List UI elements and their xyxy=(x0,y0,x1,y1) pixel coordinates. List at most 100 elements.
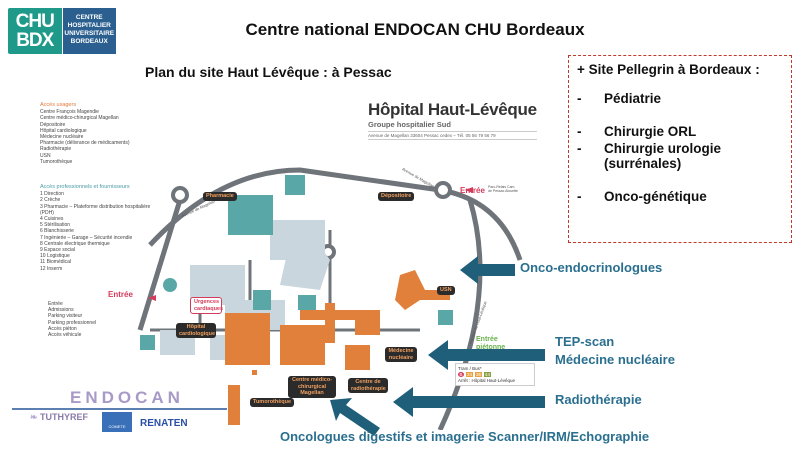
legend-item: 3 Pharmacie – Plateforme distribution ho… xyxy=(40,203,151,216)
tag-tumorotheque: Tumorothèque xyxy=(250,398,295,407)
logo-text: UNIVERSITAIRE xyxy=(64,30,115,37)
comete-text: COMETE xyxy=(108,424,126,429)
parking-note: Parc-Relais Cam de Pessac Alouette xyxy=(488,185,518,193)
tag-urgences: Urgences cardiaques xyxy=(190,297,223,314)
tram-line-badge: B xyxy=(458,372,465,377)
legend-item: 12 Inserm xyxy=(40,265,63,272)
legend-item: 6 Blanchisserie xyxy=(40,228,74,235)
legend-item: Dépositoire xyxy=(40,121,66,128)
logo-text: CENTRE xyxy=(75,14,103,21)
legend-item: 7 Ingénierie – Garage – Sécurité incendi… xyxy=(40,234,133,241)
comete-logo: COMETE xyxy=(102,412,132,432)
site-map xyxy=(137,167,523,430)
arrow-left-icon xyxy=(460,256,515,284)
hospital-group: Groupe hospitalier Sud xyxy=(368,120,451,129)
endocan-logo: ENDOCAN xyxy=(70,388,184,408)
item-label: Chirurgie ORL xyxy=(604,124,697,139)
legend-heading: Accès professionnels et fournisseurs xyxy=(40,184,130,190)
hospital-header: Hôpital Haut-Lévêque Groupe hospitalier … xyxy=(368,100,537,140)
arrow-up-left-icon xyxy=(330,398,380,436)
callout-onco-endo: Onco-endocrinologues xyxy=(520,260,663,275)
dash: - xyxy=(577,91,582,106)
road-west xyxy=(137,199,183,331)
bus-line-badge: 44 xyxy=(484,372,492,377)
legend-item: Admissions xyxy=(48,307,74,314)
legend-item: Médecine nucléaire xyxy=(40,134,84,141)
bus-line-badge: 36 xyxy=(475,372,483,377)
tag-magellan: Centre médico-chirurgical Magellan xyxy=(288,376,336,398)
legend-item: Radiothérapie xyxy=(40,146,72,153)
legend-item: Centre médico-chirurgical Magellan xyxy=(40,115,119,122)
item-label: Onco-génétique xyxy=(604,189,707,204)
legend-item: Hôpital cardiologique xyxy=(40,127,87,134)
logo-text: HOSPITALIER xyxy=(67,22,111,29)
legend-item: Parking professionnel xyxy=(48,319,97,326)
tag-radio: Centre de radiothérapie xyxy=(348,378,388,393)
item-label: Pédiatrie xyxy=(604,91,662,106)
pellegrin-heading: + Site Pellegrin à Bordeaux : xyxy=(577,62,760,77)
legend-pro: Accès professionnels et fournisseurs 1 D… xyxy=(40,184,155,272)
endocan-text: ENDOCAN xyxy=(70,388,184,407)
legend-item: Accès piéton xyxy=(48,325,77,332)
legend-symbols: Entrée Admissions Parking visiteur Parki… xyxy=(48,301,96,338)
hospital-address: Avenue de Magellan 33604 Pessac cedex – … xyxy=(368,131,537,140)
tuthyref-logo: ❧ TUTHYREF xyxy=(30,412,89,422)
dash: - xyxy=(577,141,582,156)
map-subtitle: Plan du site Haut Lévêque : à Pessac xyxy=(145,64,392,80)
arrow-left-icon xyxy=(428,340,545,370)
tram-stop: Arrêt : Hôpital Haut-Lévêque xyxy=(458,378,516,383)
legend-item: 2 Crèche xyxy=(40,197,61,204)
callout-radiotherapie: Radiothérapie xyxy=(555,392,642,407)
slide-title: Centre national ENDOCAN CHU Bordeaux xyxy=(245,20,585,39)
legend-item: USN xyxy=(40,152,51,159)
renaten-logo: RENATEN xyxy=(140,418,188,429)
pellegrin-box: + Site Pellegrin à Bordeaux : - Pédiatrie… xyxy=(568,55,792,243)
tag-cardio: Hôpital cardiologique xyxy=(176,323,216,338)
entree-east-label: Entrée xyxy=(460,186,485,195)
dash: - xyxy=(577,124,582,139)
logo-text: BORDEAUX xyxy=(70,38,108,45)
tram-box: Tram / Bus* B 24 36 44 Arrêt : Hôpital H… xyxy=(455,363,535,386)
dash: - xyxy=(577,189,582,204)
legend-item: Pharmacie (délivrance de médicaments) xyxy=(40,140,130,147)
legend-item: 9 Espace social xyxy=(40,247,76,254)
entry-markers xyxy=(148,187,473,301)
service-buildings xyxy=(140,175,453,350)
legend-item: 5 Stérilisation xyxy=(40,222,71,229)
tuthyref-text: TUTHYREF xyxy=(40,412,89,422)
legend-item: Entrée xyxy=(48,301,63,307)
list-item: - Pédiatrie xyxy=(577,91,783,106)
legend-item: Accès véhicule xyxy=(48,332,82,339)
legend-item: Tumorothèque xyxy=(40,158,73,165)
legend-item: 4 Cuisines xyxy=(40,216,64,223)
tag-pharmacie: Pharmacie xyxy=(203,192,237,201)
entree-west-label: Entrée xyxy=(108,290,133,299)
list-item: - Chirurgie ORL xyxy=(577,124,783,139)
item-label: Chirurgie urologie (surrénales) xyxy=(604,141,722,171)
legend-item: 11 Biomédical xyxy=(40,259,72,266)
list-item: - Chirurgie urologie (surrénales) xyxy=(577,141,783,171)
legend-item: 8 Centrale électrique thermique xyxy=(40,240,110,247)
divider xyxy=(12,408,227,410)
bus-line-badge: 24 xyxy=(466,372,474,377)
arrow-left-icon xyxy=(393,387,545,417)
road-magellan xyxy=(148,167,523,261)
tag-usn: USN xyxy=(437,286,455,295)
tag-nucleaire: Médecine nucléaire xyxy=(385,347,417,362)
tram-heading: Tram / Bus* xyxy=(458,366,482,371)
logo-text: BDX xyxy=(16,30,54,51)
entree-pietonne-label: Entrée piétonne xyxy=(476,336,506,351)
renaten-text: RENATEN xyxy=(140,418,188,429)
legend-item: 10 Logistique xyxy=(40,253,70,260)
legend-item: Parking visiteur xyxy=(48,313,83,320)
callout-tep: TEP-scan xyxy=(555,334,615,349)
legend-users: Accès usagers Centre François Magendie C… xyxy=(40,102,165,165)
callout-medecine-nucleaire: Médecine nucléaire xyxy=(555,352,675,367)
logo-text: CHU xyxy=(15,11,55,32)
care-buildings xyxy=(225,270,450,425)
list-item: - Onco-génétique xyxy=(577,189,783,204)
hospital-name: Hôpital Haut-Lévêque xyxy=(368,100,537,119)
legend-item: 1 Direction xyxy=(40,191,64,198)
